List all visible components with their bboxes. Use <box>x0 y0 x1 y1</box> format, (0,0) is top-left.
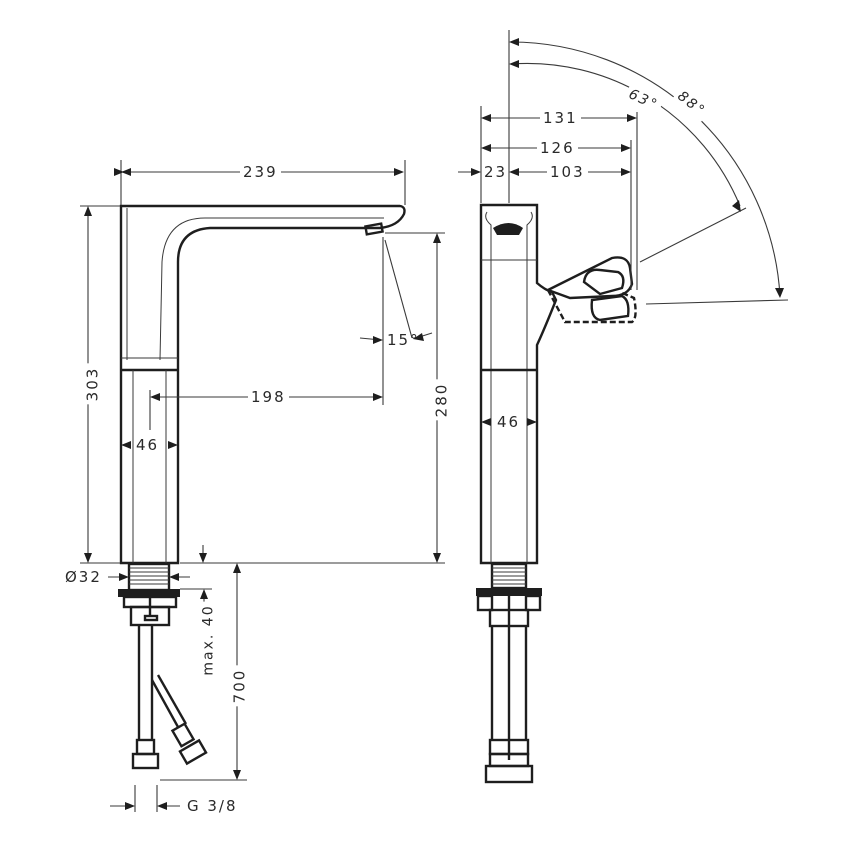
dim-hose-length: 700 <box>230 665 248 707</box>
side-view-dimensions <box>80 160 445 812</box>
front-view-faucet <box>476 203 637 784</box>
dim-lever-reach-max: 131 <box>540 110 581 126</box>
dim-lever-offset: 103 <box>547 164 588 180</box>
dim-total-height: 303 <box>83 363 101 405</box>
dim-connection-thread: G 3/8 <box>184 798 241 814</box>
dim-body-width-front: 46 <box>497 413 521 431</box>
dim-body-half: 23 <box>484 163 508 181</box>
side-view-faucet <box>118 204 406 770</box>
front-view-dimensions <box>458 30 789 426</box>
dim-max-counter-thickness: max. 40 <box>200 601 217 679</box>
dim-lever-reach: 126 <box>537 140 578 156</box>
dim-body-width-side: 46 <box>136 436 160 454</box>
dim-projection: 198 <box>248 389 289 405</box>
dim-spray-angle: 15° <box>387 331 420 349</box>
dim-thread-diameter: Ø32 <box>62 569 105 585</box>
dim-spout-length: 239 <box>240 164 281 180</box>
dim-outlet-height: 280 <box>432 379 450 421</box>
